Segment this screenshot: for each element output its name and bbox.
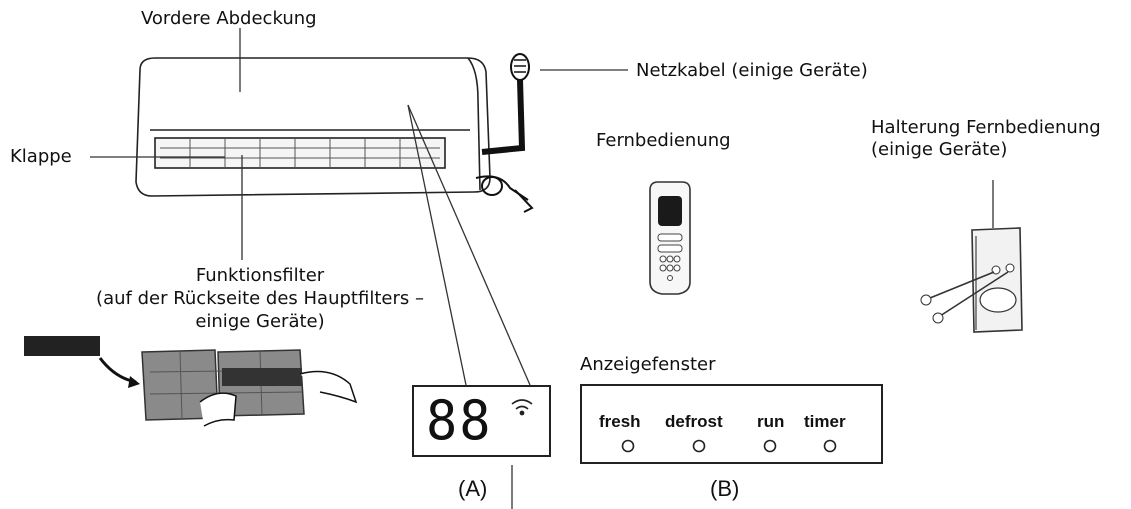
power-cable-illustration	[481, 53, 530, 155]
filter-illustration	[24, 336, 358, 427]
drain-hose	[475, 175, 534, 213]
label-remote-holder-line1: Halterung Fernbedienung	[871, 117, 1101, 138]
label-remote: Fernbedienung	[596, 130, 731, 151]
label-front-cover: Vordere Abdeckung	[141, 8, 317, 29]
indoor-unit	[135, 57, 491, 197]
label-function-filter-line1: Funktionsfilter	[195, 265, 325, 286]
display-a-digits: 88	[426, 389, 493, 453]
remote-holder-illustration	[920, 227, 1023, 333]
label-flap: Klappe	[10, 146, 72, 167]
display-a-panel	[412, 385, 551, 457]
label-function-filter-line2: (auf der Rückseite des Hauptfilters –	[96, 288, 424, 309]
indicator-led	[692, 439, 706, 453]
indicator-label-defrost: defrost	[665, 412, 723, 431]
display-b-caption: (B)	[710, 476, 740, 501]
indicator-led	[621, 439, 635, 453]
label-remote-holder-line2: (einige Geräte)	[871, 139, 1008, 160]
wifi-icon	[511, 399, 533, 416]
indicator-label-run: run	[757, 412, 785, 431]
indicator-label-timer: timer	[804, 412, 846, 431]
remote-control-illustration	[649, 181, 691, 295]
label-power-cable: Netzkabel (einige Geräte)	[636, 60, 868, 81]
label-display-window: Anzeigefenster	[580, 354, 716, 375]
indicator-led	[763, 439, 777, 453]
leader-lines	[90, 28, 994, 509]
label-function-filter-line3: einige Geräte)	[195, 311, 325, 332]
indicator-label-fresh: fresh	[599, 412, 641, 431]
display-a-caption: (A)	[458, 476, 488, 501]
indicator-led	[823, 439, 837, 453]
display-b-panel	[580, 384, 883, 464]
